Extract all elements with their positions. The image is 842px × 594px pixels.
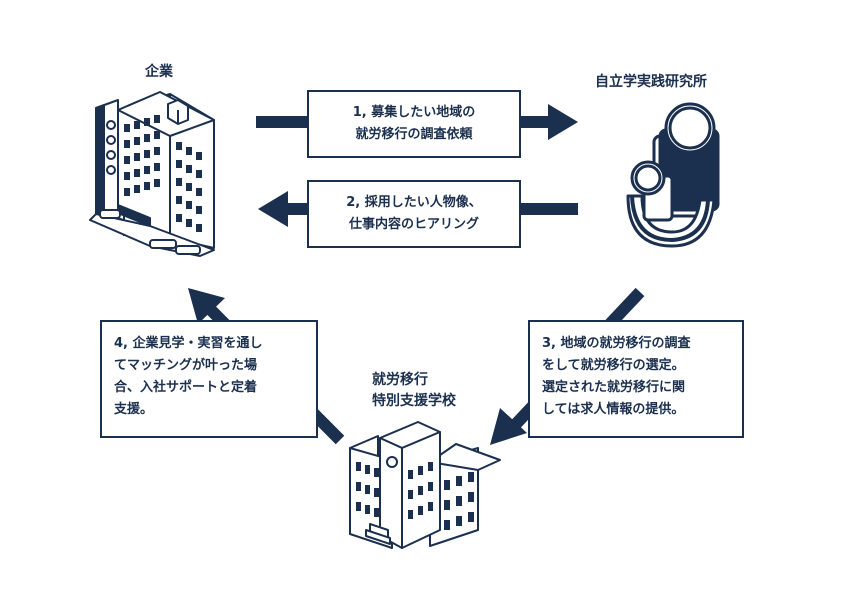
arrow-company-to-institute xyxy=(256,104,578,140)
institute-label: 自立学実践研究所 xyxy=(595,74,707,90)
step-3-line-3: 選定された就労移行に関 xyxy=(542,380,686,395)
step-3-line-4: しては求人情報の提供。 xyxy=(542,402,685,417)
company-label: 企業 xyxy=(145,64,173,80)
step-3-line-1: 3, 地域の就労移行の調査 xyxy=(542,336,691,351)
school-label: 就労移行 特別支援学校 xyxy=(372,370,456,412)
institute-logo-icon xyxy=(626,102,720,248)
step-3-line-2: をして就労移行の選定。 xyxy=(542,358,685,373)
step-4-line-2: てマッチングが叶った場 xyxy=(114,358,258,373)
step-2-line-2: 仕事内容のヒアリング xyxy=(348,217,479,232)
step-1-box: 1, 募集したい地域の 就労移行の調査依頼 xyxy=(307,90,521,158)
step-1-line-2: 就労移行の調査依頼 xyxy=(355,127,473,142)
step-4-line-3: 合、入社サポートと定着 xyxy=(114,380,258,395)
office-building-icon xyxy=(89,91,215,257)
step-2-box: 2, 採用したい人物像、 仕事内容のヒアリング xyxy=(307,180,521,248)
step-4-box: 4, 企業見学・実習を通し てマッチングが叶った場 合、入社サポートと定着 支援… xyxy=(100,320,318,438)
step-1-line-1: 1, 募集したい地域の xyxy=(352,105,476,120)
arrow-institute-to-company xyxy=(258,191,578,227)
step-4-line-1: 4, 企業見学・実習を通し xyxy=(114,336,263,351)
school-label-line-1: 就労移行 xyxy=(372,372,428,388)
school-building-icon xyxy=(349,421,501,549)
step-2-line-1: 2, 採用したい人物像、 xyxy=(346,195,482,210)
school-label-line-2: 特別支援学校 xyxy=(372,393,456,409)
step-4-line-4: 支援。 xyxy=(114,402,154,417)
step-3-box: 3, 地域の就労移行の調査 をして就労移行の選定。 選定された就労移行に関 して… xyxy=(528,320,744,438)
